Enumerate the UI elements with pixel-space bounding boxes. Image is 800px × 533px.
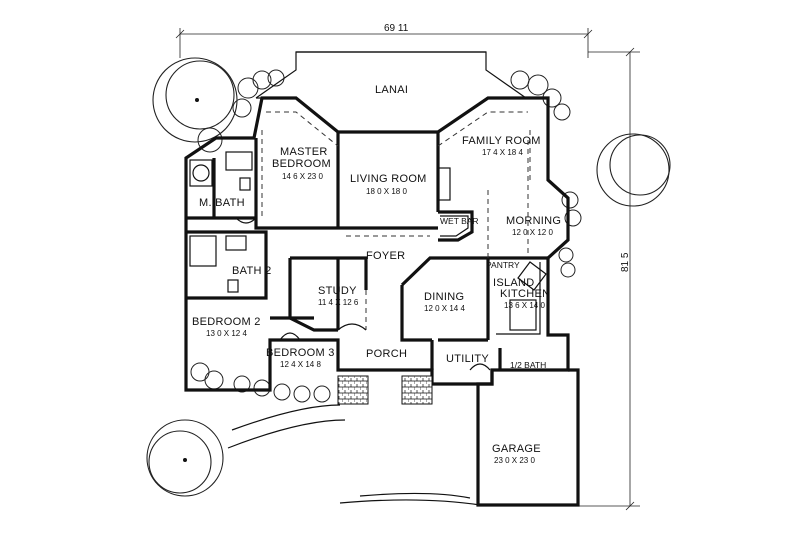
master-bedroom-label-line2: BEDROOM	[272, 158, 331, 170]
interior-walls	[186, 132, 548, 370]
depth-dimension: 81 5	[620, 252, 631, 272]
fireplace	[437, 167, 451, 201]
exterior-walls	[184, 96, 570, 392]
family-room-label: FAMILY ROOM	[462, 135, 541, 147]
dashed-lines	[261, 111, 531, 330]
dining-size: 12 0 X 14 4	[424, 304, 465, 313]
living-room-label: LIVING ROOM	[350, 173, 427, 185]
doors	[235, 217, 491, 371]
wet-bar-fixture	[440, 215, 469, 237]
shrubs	[190, 69, 582, 403]
garage-label: GARAGE	[492, 443, 541, 455]
kitchen-size: 13 6 X 14 0	[504, 301, 545, 310]
bedroom3-size: 12 4 X 14 8	[280, 360, 321, 369]
master-bedroom-label-line1: MASTER	[280, 146, 328, 158]
wet-bar-label: WET BAR	[440, 216, 479, 226]
garage-walls	[476, 368, 580, 507]
study-size: 11 4 X 12 6	[318, 298, 359, 307]
width-dimension: 69 11	[384, 23, 409, 34]
tree-southwest	[146, 419, 224, 497]
width-dimension-line	[175, 28, 593, 58]
morning-label: MORNING	[506, 215, 561, 227]
tree-east	[596, 133, 671, 207]
tree-northwest	[152, 57, 238, 143]
foyer-label: FOYER	[366, 250, 405, 262]
garage-size: 23 0 X 23 0	[494, 456, 535, 465]
walkway	[227, 404, 481, 506]
kitchen-label-line2: KITCHEN	[500, 288, 550, 300]
morning-size: 12 0 X 12 0	[512, 228, 553, 237]
living-room-size: 18 0 X 18 0	[366, 187, 407, 196]
bedroom2-size: 13 0 X 12 4	[206, 329, 247, 338]
porch-columns	[337, 375, 433, 405]
master-bath-fixtures	[189, 151, 253, 191]
study-label: STUDY	[318, 285, 357, 297]
master-bedroom-size: 14 6 X 23 0	[282, 172, 323, 181]
lanai-label: LANAI	[375, 84, 408, 96]
master-bath-label: M. BATH	[199, 197, 245, 209]
porch-label: PORCH	[366, 348, 407, 360]
bath2-fixtures	[189, 235, 247, 293]
half-bath-label: 1/2 BATH	[510, 360, 546, 370]
pantry-label: PANTRY	[486, 260, 520, 270]
dining-label: DINING	[424, 291, 464, 303]
depth-dimension-line	[578, 47, 640, 511]
kitchen-label-line1: ISLAND	[493, 277, 535, 289]
bedroom3-label: BEDROOM 3	[266, 347, 335, 359]
kitchen-fixtures	[496, 261, 547, 335]
bedroom2-label: BEDROOM 2	[192, 316, 261, 328]
utility-label: UTILITY	[446, 353, 489, 365]
bath2-label: BATH 2	[232, 265, 272, 277]
family-room-size: 17 4 X 18 4	[482, 148, 523, 157]
